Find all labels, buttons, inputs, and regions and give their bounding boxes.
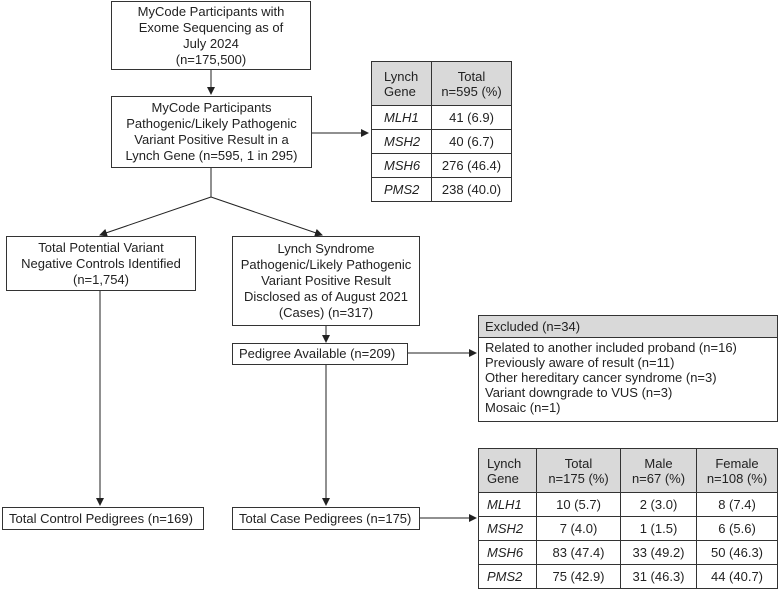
table-header-cell: Total n=175 (%) xyxy=(536,448,621,493)
box-line: Pedigree Available (n=209) xyxy=(239,346,396,361)
box-line: (Cases) (n=317) xyxy=(278,305,374,320)
value-cell: 10 (5.7) xyxy=(536,492,621,517)
value-cell: 7 (4.0) xyxy=(536,516,621,541)
value-cell: 75 (42.9) xyxy=(536,564,621,589)
excluded-item: Variant downgrade to VUS (n=3) xyxy=(485,385,673,400)
header-line: n=67 (%) xyxy=(631,470,686,486)
value-cell: 41 (6.9) xyxy=(431,105,512,130)
table-row: MSH2 7 (4.0) 1 (1.5) 6 (5.6) xyxy=(478,516,778,541)
header-line: n=175 (%) xyxy=(548,470,609,486)
value-cell: 83 (47.4) xyxy=(536,540,621,565)
gene-cell: MLH1 xyxy=(478,492,537,517)
box-line: July 2024 xyxy=(183,35,239,51)
header-line: Gene xyxy=(487,470,519,486)
header-line: Lynch xyxy=(487,455,522,471)
header-line: n=595 (%) xyxy=(441,83,502,99)
value-cell: 44 (40.7) xyxy=(696,564,778,589)
table-header-cell: Male n=67 (%) xyxy=(620,448,697,493)
box-line: Exome Sequencing as of xyxy=(138,19,284,35)
box-line: Pathogenic/Likely Pathogenic xyxy=(240,257,412,272)
header-line: Male xyxy=(644,455,673,471)
table-row: PMS2 238 (40.0) xyxy=(371,177,512,202)
excluded-item: Previously aware of result (n=11) xyxy=(485,355,675,370)
box-line: Total Control Pedigrees (n=169) xyxy=(9,510,193,526)
gene-cell: MSH6 xyxy=(478,540,537,565)
box-line: Total Case Pedigrees (n=175) xyxy=(239,510,412,526)
gene-cell: MSH6 xyxy=(371,153,432,178)
box-line: (n=1,754) xyxy=(72,271,129,287)
excluded-title: Excluded (n=34) xyxy=(479,316,777,338)
mycode-participants-box: MyCode Participants with Exome Sequencin… xyxy=(111,1,311,70)
table-header-cell: Female n=108 (%) xyxy=(696,448,778,493)
box-line: (n=175,500) xyxy=(175,51,247,67)
header-line: n=108 (%) xyxy=(706,470,768,486)
gene-cell: MLH1 xyxy=(371,105,432,130)
excluded-item: Other hereditary cancer syndrome (n=3) xyxy=(485,370,717,385)
table-row: PMS2 75 (42.9) 31 (46.3) 44 (40.7) xyxy=(478,564,778,589)
box-line: Negative Controls Identified xyxy=(21,255,181,271)
table-header-cell: Total n=595 (%) xyxy=(431,61,512,106)
box-line: MyCode Participants with xyxy=(137,3,285,19)
value-cell: 31 (46.3) xyxy=(620,564,697,589)
table-header-row: Lynch Gene Total n=595 (%) xyxy=(371,61,512,106)
box-line: Lynch Gene (n=595, 1 in 295) xyxy=(125,148,298,163)
header-line: Lynch xyxy=(384,68,419,84)
positive-result-box: MyCode Participants Pathogenic/Likely Pa… xyxy=(111,96,312,168)
value-cell: 276 (46.4) xyxy=(431,153,512,178)
gene-cell: PMS2 xyxy=(371,177,432,202)
value-cell: 8 (7.4) xyxy=(696,492,778,517)
gene-cell: MSH2 xyxy=(478,516,537,541)
cases-box: Lynch Syndrome Pathogenic/Likely Pathoge… xyxy=(232,236,420,326)
excluded-item: Mosaic (n=1) xyxy=(485,400,561,415)
header-line: Gene xyxy=(384,83,416,99)
box-line: Disclosed as of August 2021 xyxy=(243,289,409,304)
box-line: Pathogenic/Likely Pathogenic xyxy=(126,116,297,131)
header-line: Total xyxy=(457,68,486,84)
gene-cell: MSH2 xyxy=(371,129,432,154)
header-line: Total xyxy=(564,455,593,471)
arrow-split-to-controls xyxy=(99,196,212,237)
box-line: Lynch Syndrome xyxy=(277,241,375,256)
value-cell: 238 (40.0) xyxy=(431,177,512,202)
table-row: MLH1 41 (6.9) xyxy=(371,105,512,130)
table-row: MLH1 10 (5.7) 2 (3.0) 8 (7.4) xyxy=(478,492,778,517)
table-header-cell: Lynch Gene xyxy=(478,448,537,493)
value-cell: 2 (3.0) xyxy=(620,492,697,517)
pedigree-available-box: Pedigree Available (n=209) xyxy=(232,343,408,365)
excluded-item: Related to another included proband (n=1… xyxy=(485,340,737,355)
value-cell: 50 (46.3) xyxy=(696,540,778,565)
arrow-split-to-cases xyxy=(210,196,323,237)
controls-box: Total Potential Variant Negative Control… xyxy=(6,236,196,291)
box-line: Variant Positive Result in a xyxy=(134,132,289,147)
table-header-row: Lynch Gene Total n=175 (%) Male n=67 (%)… xyxy=(478,448,778,493)
box-line: Variant Positive Result xyxy=(261,273,391,288)
gene-cell: PMS2 xyxy=(478,564,537,589)
case-pedigrees-box: Total Case Pedigrees (n=175) xyxy=(232,507,420,530)
excluded-box: Excluded (n=34) Related to another inclu… xyxy=(478,315,778,422)
table-row: MSH6 276 (46.4) xyxy=(371,153,512,178)
control-pedigrees-box: Total Control Pedigrees (n=169) xyxy=(2,507,204,530)
value-cell: 33 (49.2) xyxy=(620,540,697,565)
value-cell: 1 (1.5) xyxy=(620,516,697,541)
table-row: MSH2 40 (6.7) xyxy=(371,129,512,154)
table-header-cell: Lynch Gene xyxy=(371,61,432,106)
value-cell: 40 (6.7) xyxy=(431,129,512,154)
lynch-gene-table-total: Lynch Gene Total n=595 (%) MLH1 41 (6.9)… xyxy=(371,61,512,202)
excluded-list: Related to another included proband (n=1… xyxy=(479,338,777,417)
value-cell: 6 (5.6) xyxy=(696,516,778,541)
box-line: MyCode Participants xyxy=(151,100,272,115)
box-line: Total Potential Variant xyxy=(38,239,164,255)
table-row: MSH6 83 (47.4) 33 (49.2) 50 (46.3) xyxy=(478,540,778,565)
lynch-gene-table-by-sex: Lynch Gene Total n=175 (%) Male n=67 (%)… xyxy=(478,448,778,589)
header-line: Female xyxy=(715,455,759,471)
